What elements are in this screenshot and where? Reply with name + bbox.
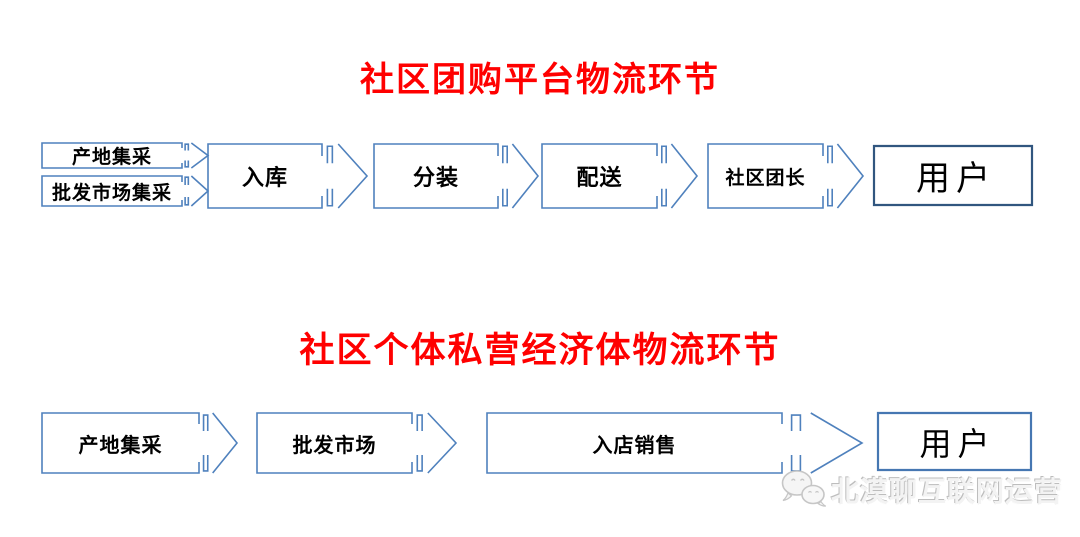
wechat-icon xyxy=(781,470,827,507)
box-delivery-label: 配送 xyxy=(576,165,623,190)
box-in-store-sales-label: 入店销售 xyxy=(592,434,677,457)
box-user-2-label: 用户 xyxy=(919,425,996,462)
flow-arrow-icon xyxy=(707,143,865,209)
section1-title: 社区团购平台物流环节 xyxy=(360,62,720,99)
flow-arrow-icon xyxy=(486,412,864,474)
box-user-2: 用户 xyxy=(876,411,1033,472)
box-warehousing: 入库 xyxy=(207,143,369,209)
box-origin-procurement-2-label: 产地集采 xyxy=(78,434,163,457)
box-origin-procurement-2: 产地集采 xyxy=(41,412,239,474)
flow-box-shape xyxy=(876,411,1033,472)
box-user-1: 用户 xyxy=(872,144,1034,207)
flow-box-shape xyxy=(872,144,1034,207)
flow-arrow-icon xyxy=(207,143,369,209)
box-user-1-label: 用户 xyxy=(916,161,996,198)
box-community-leader: 社区团长 xyxy=(707,143,865,209)
flow-arrow-icon xyxy=(256,412,458,474)
box-wholesale-market-label: 批发市场 xyxy=(292,434,377,457)
box-packing-label: 分装 xyxy=(412,165,459,190)
box-wholesale-market-procurement-label: 批发市场集采 xyxy=(51,182,172,204)
watermark-text: 北漠聊互联网运营 xyxy=(831,476,1064,507)
flow-arrow-icon xyxy=(541,143,699,209)
flow-arrow-icon xyxy=(373,143,540,209)
section2-title: 社区个体私营经济体物流环节 xyxy=(299,331,781,370)
box-warehousing-label: 入库 xyxy=(241,165,288,190)
box-origin-procurement-label: 产地集采 xyxy=(71,147,152,168)
box-packing: 分装 xyxy=(373,143,540,209)
box-wholesale-market-procurement: 批发市场集采 xyxy=(41,175,210,207)
box-in-store-sales: 入店销售 xyxy=(486,412,864,474)
box-origin-procurement: 产地集采 xyxy=(41,142,210,169)
box-wholesale-market: 批发市场 xyxy=(256,412,458,474)
flow-arrow-icon xyxy=(41,412,239,474)
box-community-leader-label: 社区团长 xyxy=(725,167,806,189)
watermark: 北漠聊互联网运营 xyxy=(780,468,1063,512)
box-delivery: 配送 xyxy=(541,143,699,209)
